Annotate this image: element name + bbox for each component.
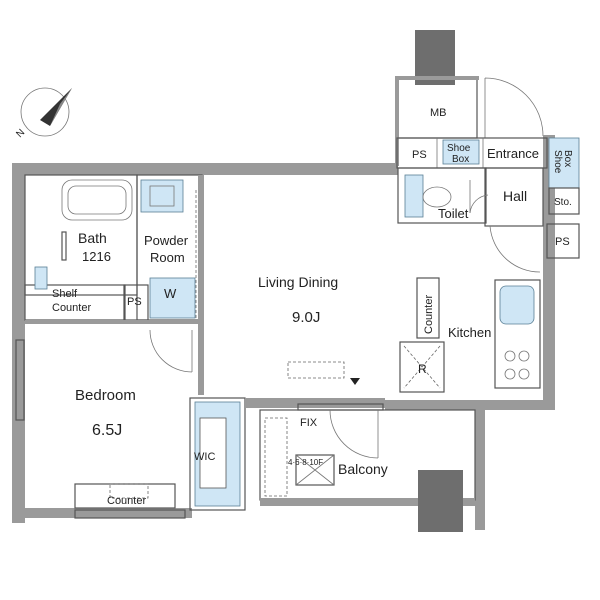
living-dining-label: Living Dining (258, 274, 338, 290)
shoe-box-top-label-2: Box (452, 154, 469, 165)
ps-right-box (546, 223, 580, 259)
shoe-box-right (548, 137, 580, 189)
shoe-box-top-label-1: Shoe (447, 143, 471, 154)
kitchen-sink-icon (499, 285, 535, 325)
ps-left-label: PS (127, 296, 142, 308)
washer-icon (149, 277, 196, 319)
window-left (15, 339, 25, 421)
ps-top-label: PS (412, 149, 427, 161)
balcony-door (297, 403, 384, 411)
shelf-label-1: Shelf (52, 288, 78, 300)
refrigerator-label: R (418, 362, 427, 376)
entrance-label: Entrance (487, 146, 539, 161)
shoe-box-right-label-1: Shoe (552, 150, 563, 174)
hall-area (484, 167, 544, 227)
balcony-railing (260, 498, 475, 506)
compass-north-label: N (14, 127, 27, 140)
bedroom-label: Bedroom (75, 387, 136, 404)
mb-label: MB (430, 107, 447, 119)
direction-marker (350, 378, 360, 385)
window-sizes-label: 4·6·8·10F (288, 458, 323, 467)
shaft-bottom (418, 470, 463, 532)
bathtub-icon (61, 179, 133, 221)
shoe-box-top (442, 139, 480, 165)
window-bottom (74, 509, 186, 519)
living-size-label: 9.0J (292, 309, 320, 326)
refrigerator (399, 341, 445, 393)
sink-icon (140, 179, 184, 213)
counter-vertical-label: Counter (423, 295, 435, 334)
wall-top (12, 163, 398, 175)
washer-label: W (164, 286, 177, 301)
compass-icon: N (14, 87, 72, 140)
bedroom-size-label: 6.5J (92, 422, 122, 439)
wall-left (12, 163, 25, 523)
bath-size-label: 1216 (82, 249, 111, 264)
bedroom-area (25, 324, 190, 509)
fix-label: FIX (300, 417, 318, 429)
counter-bottom-label: Counter (107, 495, 146, 507)
wall-bottom (12, 508, 192, 518)
fix-window (295, 454, 335, 486)
kitchen-label: Kitchen (448, 325, 491, 340)
powder-room-label-1: Powder (144, 233, 189, 248)
dining-table (287, 361, 345, 379)
stove-icon (504, 350, 530, 380)
hall-label: Hall (503, 188, 527, 204)
balcony-label: Balcony (338, 461, 388, 477)
counter-vertical (416, 277, 440, 339)
toilet-label: Toilet (438, 206, 469, 221)
wic-label: WIC (194, 451, 215, 463)
shoe-box-right-label-2: Box (562, 150, 573, 167)
ps-right-label: PS (555, 236, 570, 248)
powder-room-label-2: Room (150, 250, 185, 265)
toilet-icon (422, 186, 452, 208)
storage-label: Sto. (554, 197, 572, 208)
entrance-door (484, 77, 544, 138)
wic-area (189, 397, 246, 511)
storage (548, 187, 580, 215)
wall-right-mid (543, 258, 555, 408)
kitchen-counter (494, 279, 541, 389)
shaft-top (415, 30, 455, 85)
bath-label: Bath (78, 230, 107, 246)
shelf-label-2: Counter (52, 302, 91, 314)
